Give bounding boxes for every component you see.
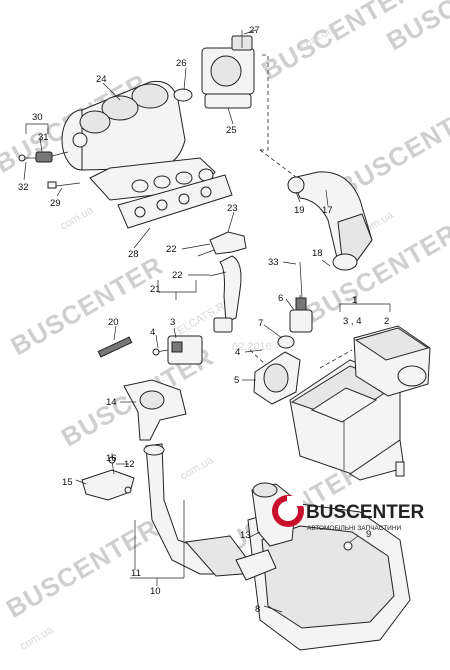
callout-5: 5 (234, 375, 239, 386)
callout-9: 9 (366, 529, 371, 540)
watermark-center-right: BUSCENTER (300, 217, 450, 328)
callout-7: 7 (258, 318, 263, 329)
air-filter-housing (289, 359, 405, 481)
intake-manifold (61, 80, 216, 201)
callout-15: 15 (62, 477, 73, 488)
callout-33: 33 (268, 257, 279, 268)
manifold-gasket (117, 174, 233, 229)
breather-hose (197, 231, 247, 333)
callout-29: 29 (50, 198, 61, 209)
resonator (123, 379, 187, 441)
callout-4-lower: 4 (235, 347, 240, 358)
callout-25: 25 (226, 125, 237, 136)
throttle-body (173, 30, 255, 109)
callout-1: 1 (352, 295, 357, 306)
callout-16: 16 (106, 453, 117, 464)
callout-8: 8 (255, 604, 260, 615)
pressure-sensor-group (18, 151, 81, 189)
callout-10: 10 (150, 586, 161, 597)
callout-23: 23 (227, 203, 238, 214)
callout-32: 32 (18, 182, 29, 193)
callout-numbers: 27 26 24 25 30 31 32 29 28 19 17 23 22 2… (18, 25, 389, 615)
watermark-left-mid: BUSCENTER (5, 250, 168, 361)
watermark-domain-bottom: com.ua (18, 624, 56, 653)
callout-24: 24 (96, 74, 107, 85)
callout-22-lower: 22 (172, 270, 183, 281)
logo-name: BUSCENTER (306, 502, 425, 523)
callout-11: 11 (131, 568, 141, 579)
callout-2: 2 (384, 316, 389, 327)
callout-3-4: 3 , 4 (343, 316, 362, 327)
vacuum-unit (152, 335, 203, 365)
buscenter-logo: BUSCENTER АВТОМОБІЛЬНІ ЗАПЧАСТИНИ (272, 495, 425, 532)
check-valve (97, 336, 133, 358)
callout-17: 17 (322, 205, 333, 216)
air-mass-meter (277, 261, 313, 349)
callout-13: 13 (240, 530, 251, 541)
callout-26: 26 (176, 58, 187, 69)
callout-6: 6 (278, 293, 283, 304)
callout-21: 21 (150, 284, 161, 295)
air-filter-element (353, 325, 431, 397)
intake-connection-piece (244, 349, 301, 405)
callout-22-upper: 22 (166, 244, 177, 255)
callout-27: 27 (249, 25, 260, 36)
upper-intake-hose (287, 171, 373, 271)
callout-12: 12 (124, 459, 135, 470)
callout-28: 28 (128, 249, 139, 260)
watermark-domain-center: com.ua (178, 454, 216, 483)
callout-30: 30 (32, 112, 43, 123)
callout-4-upper: 4 (150, 327, 155, 338)
leader-lines (23, 29, 391, 613)
callout-14: 14 (106, 397, 117, 408)
logo-tagline: АВТОМОБІЛЬНІ ЗАПЧАСТИНИ (307, 525, 402, 532)
callout-20: 20 (108, 317, 119, 328)
callout-19: 19 (294, 205, 305, 216)
bracket-group (81, 456, 135, 501)
callout-31: 31 (38, 132, 49, 143)
watermark-domain-left: com.ua (58, 204, 96, 233)
callout-3: 3 (170, 317, 175, 328)
callout-18: 18 (312, 248, 323, 259)
